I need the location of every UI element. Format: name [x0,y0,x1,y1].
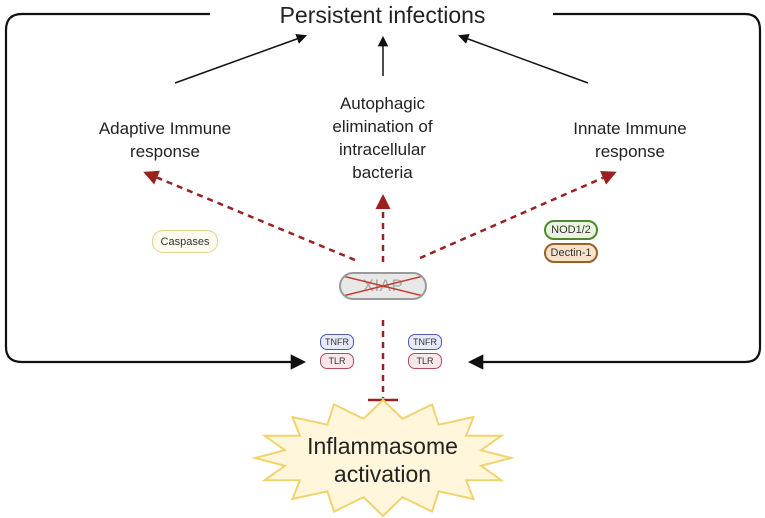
tlr-left-pill: TLR [320,353,354,369]
caspases-pill: Caspases [152,230,218,253]
left-loop-arrow [4,12,307,370]
inflammasome-activation-label: Inflammasome activation [307,433,458,487]
tlr-right-pill: TLR [408,353,442,369]
persistent-infections-title: Persistent infections [279,2,486,28]
xiap-cross-icon [344,275,422,297]
innate-immune-response-label: Innate Immune response [573,119,687,161]
tnfr-right-pill: TNFR [408,334,442,350]
dectin1-pill: Dectin-1 [544,243,598,263]
autophagic-elimination-label: Autophagic elimination of intracellular … [332,94,433,182]
right-loop-arrow [467,12,762,370]
adaptive-immune-response-label: Adaptive Immune response [98,119,232,161]
nod12-pill: NOD1/2 [544,220,598,240]
xiap-to-adaptive-dashed-arrow [143,170,356,262]
xiap-to-innate-dashed-arrow [419,170,617,260]
tnfr-left-pill: TNFR [320,334,354,350]
xiap-pill: XIAP [339,272,427,300]
adaptive-to-infections-arrow [174,33,307,84]
innate-to-infections-arrow [458,33,589,84]
inflammasome-burst-shape [251,398,515,518]
